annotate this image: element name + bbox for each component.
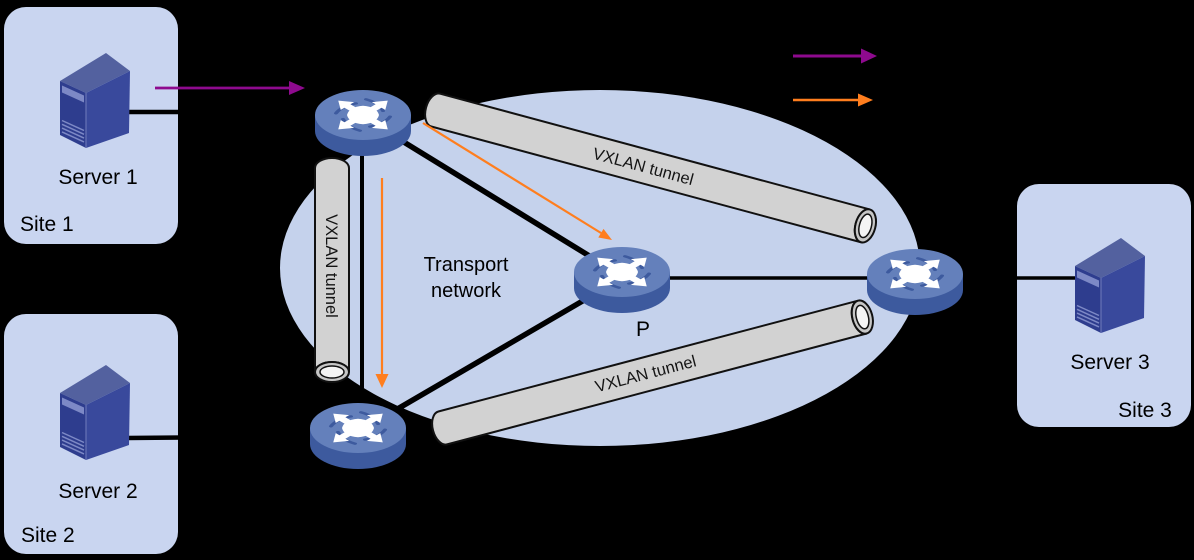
- orange-arrowhead-icon: [375, 374, 389, 388]
- vxlan-tunnel-bottom: VXLAN tunnel: [431, 299, 874, 446]
- purple-arrowhead-icon: [289, 81, 305, 95]
- link-p-vtep2: [356, 275, 624, 435]
- vtep-router-site1-icon: [313, 88, 413, 157]
- link-vtep1-p: [361, 114, 624, 279]
- site-3-label: Site 3: [1118, 399, 1172, 422]
- site-1-label: Site 1: [20, 213, 74, 236]
- tunnel-label: VXLAN tunnel: [322, 214, 340, 318]
- orange-flow-arrow-diagonal: [422, 122, 602, 234]
- site-2-label: Site 2: [21, 524, 75, 547]
- vxlan-tunnel-top: VXLAN tunnel: [424, 92, 878, 244]
- p-router-icon: [572, 245, 672, 314]
- server-1-label: Server 1: [58, 166, 137, 189]
- tunnel-opening-hole: [855, 304, 870, 330]
- transport-network-label-line1: Transport: [424, 254, 509, 276]
- orange-arrowhead-icon: [598, 228, 612, 240]
- flow-arrows: [155, 48, 877, 388]
- tunnel-opening-hole: [319, 365, 345, 379]
- vtep-router-site2-icon: [308, 401, 408, 470]
- server-2-label: Server 2: [58, 480, 137, 503]
- server-3-label: Server 3: [1070, 351, 1149, 374]
- vtep-router-site3-icon: [865, 247, 965, 316]
- legend-orange-arrowhead-icon: [858, 93, 873, 107]
- legend-purple-arrowhead-icon: [861, 48, 877, 64]
- vxlan-tunnel-left: VXLAN tunnel: [314, 157, 350, 383]
- p-router-label: P: [636, 318, 650, 341]
- links: [119, 109, 1090, 441]
- tunnel-opening-hole: [858, 213, 873, 239]
- transport-network-label-line2: network: [431, 280, 502, 302]
